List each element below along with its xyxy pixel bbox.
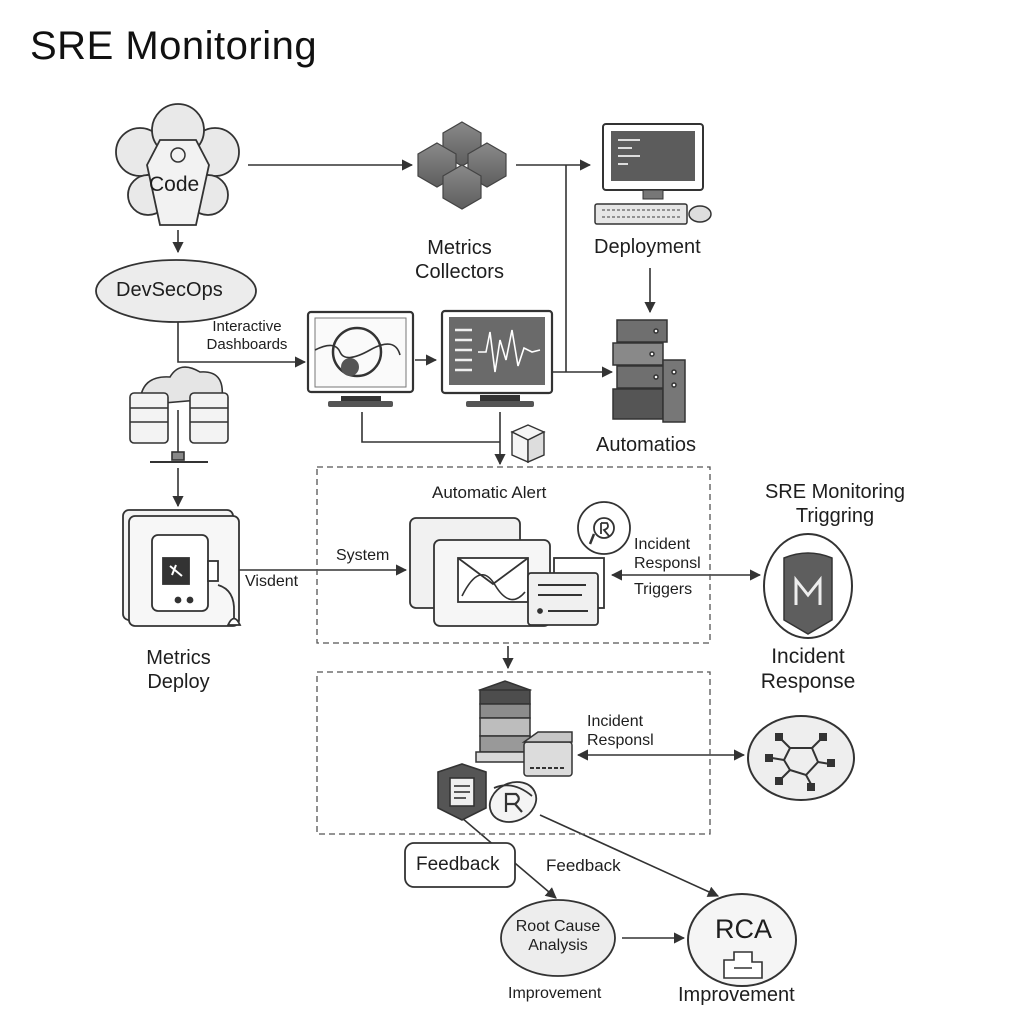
rca-label: RCA: [715, 914, 773, 944]
sre-triggering-line-1: SRE Monitoring: [764, 481, 906, 503]
response-group-box: [316, 671, 711, 835]
system-label: System: [336, 547, 390, 564]
badge-to-rca-arrow: [539, 814, 720, 897]
automations-label: Automatios: [596, 434, 697, 456]
root-cause-line-1: Root Cause: [515, 918, 601, 935]
interactive-dashboards-line-2: Dashboards: [206, 336, 288, 353]
visdent-label: Visdent: [245, 573, 299, 590]
sre-triggering-shield-icon: [763, 533, 853, 639]
improvement-left-label: Improvement: [508, 985, 602, 1002]
automatic-alert-windows-icon: [409, 517, 605, 627]
shield-document-icon: [437, 763, 487, 821]
sre-triggering-line-2: Triggring: [795, 505, 875, 527]
automations-server-icon: [612, 319, 686, 423]
incident-response-label: Incident Response: [748, 644, 868, 694]
dashboard-monitor-icon: [306, 310, 415, 407]
metrics-collectors-line-2: Collectors: [415, 261, 504, 283]
deployment-computer-icon: [594, 123, 712, 225]
metrics-deploy-device-icon: [122, 509, 242, 627]
devsecops-to-dashboard-arrow: [177, 322, 307, 368]
sre-monitoring-triggering-label: SRE Monitoring Triggring: [740, 480, 930, 528]
r-badge-icon: [488, 781, 538, 823]
code-cloud-icon: [115, 103, 240, 226]
connectors: [172, 159, 762, 944]
metrics-monitor-icon: [440, 309, 554, 407]
response-server-icon: [475, 680, 573, 777]
devsecops-node: [95, 259, 257, 323]
interactive-dashboards-label: Interactive Dashboards: [202, 318, 292, 354]
incident-triggers-line-3: Triggers: [634, 581, 693, 599]
incident-small-line-1: Incident: [587, 713, 644, 730]
alert-group-box: [316, 466, 711, 644]
incident-response-line-2: Response: [760, 670, 856, 694]
incident-response-small-label: Incident Responsl: [587, 712, 654, 750]
automatic-alert-label: Automatic Alert: [432, 483, 547, 502]
metrics-collectors-icon: [417, 121, 507, 210]
incident-badge-icon: [577, 501, 631, 555]
incident-triggers-line-1: Incident: [634, 536, 691, 553]
rca-node: [687, 893, 797, 987]
incident-response-triggers-label: Incident Responsl Triggers: [634, 535, 701, 600]
metrics-collectors-label: Metrics Collectors: [402, 236, 517, 284]
incident-response-line-1: Incident: [771, 645, 845, 668]
incident-response-network-icon: [747, 715, 855, 801]
improvement-right-label: Improvement: [678, 984, 795, 1006]
root-cause-analysis-node: [500, 899, 616, 977]
metrics-collectors-line-1: Metrics: [427, 237, 492, 259]
dashboard-bottom-line: [361, 412, 500, 443]
metrics-deploy-label: Metrics Deploy: [121, 646, 236, 694]
root-cause-analysis-label: Root Cause Analysis: [503, 917, 613, 955]
feedback-node-label: Feedback: [416, 854, 500, 875]
devsecops-label: DevSecOps: [116, 279, 223, 301]
root-cause-line-2: Analysis: [528, 937, 588, 955]
interactive-dashboards-line-1: Interactive: [212, 318, 282, 335]
metrics-deploy-line-1: Metrics: [146, 647, 211, 669]
deployment-label: Deployment: [594, 236, 701, 258]
metrics-deploy-line-2: Deploy: [147, 671, 210, 693]
incident-triggers-line-2: Responsl: [634, 555, 701, 573]
page-title: SRE Monitoring: [30, 24, 318, 68]
incident-small-line-2: Responsl: [587, 732, 654, 750]
cube-icon: [510, 424, 546, 464]
feedback-node: [404, 842, 516, 888]
code-label: Code: [149, 173, 200, 196]
feedback-label: Feedback: [546, 856, 621, 875]
cloud-database-icon: [129, 366, 229, 463]
